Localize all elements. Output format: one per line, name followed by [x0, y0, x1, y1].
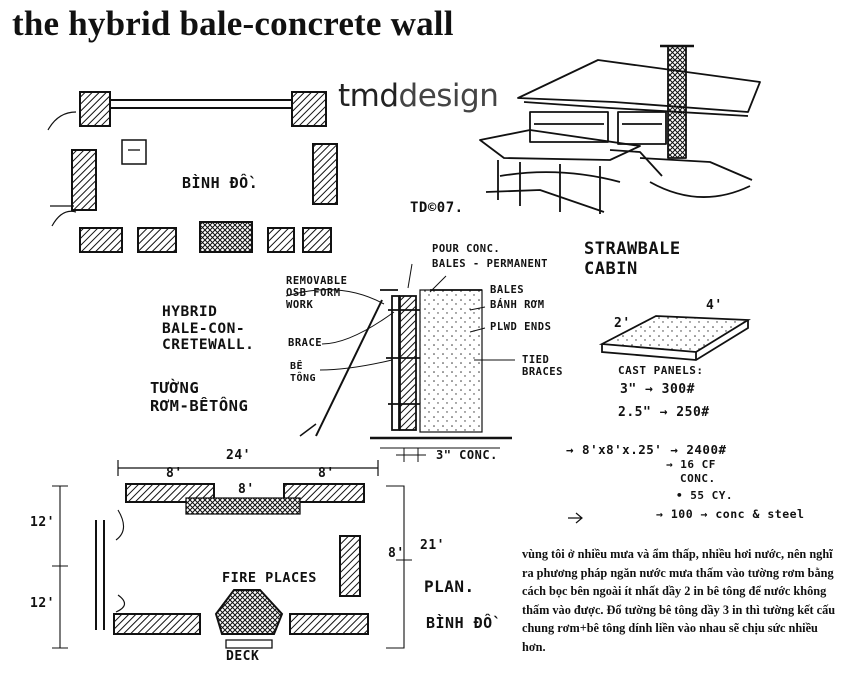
label-tuong-rom: TƯỜNG RƠM-BÊTÔNG: [150, 379, 249, 415]
label-tied-braces: TIED BRACES: [522, 354, 563, 379]
label-plwd-ends: PLWD ENDS: [490, 321, 552, 333]
label-deck: DECK: [226, 649, 260, 664]
label-bales-permanent: BALES - PERMANENT: [432, 258, 548, 270]
dim-8b: 8': [238, 482, 255, 497]
cast-value-2: 2.5" → 250#: [618, 405, 710, 420]
dim-8a: 8': [166, 466, 183, 481]
label-binh-do-bottom: BÌNH ĐỒ: [426, 614, 493, 632]
dim-8c: 8': [318, 466, 335, 481]
floor-plan-bottom: [52, 460, 412, 649]
label-banh-rom: BÁNH RƠM: [490, 299, 545, 311]
calc-marks: [568, 512, 583, 524]
label-hybrid-wall: HYBRID BALE-CON- CRETEWALL.: [162, 304, 255, 354]
label-panel-4: 4': [706, 298, 723, 313]
label-pour-conc: POUR CONC.: [432, 243, 501, 255]
label-strawbale-cabin: STRAWBALE CABIN: [584, 239, 681, 279]
label-3-conc: 3" CONC.: [436, 448, 498, 462]
label-cast-panels: CAST PANELS:: [618, 364, 704, 377]
calc-line-3: CONC.: [680, 472, 716, 485]
wall-section: [285, 263, 515, 462]
calc-line-1: → 8'x8'x.25' → 2400#: [566, 442, 727, 457]
dim-21: 21': [420, 538, 445, 553]
dim-8d: 8': [388, 546, 405, 561]
page-title: the hybrid bale-concrete wall: [12, 4, 454, 43]
vietnamese-note: vùng tôi ở nhiều mưa và ẩm thấp, nhiều h…: [522, 547, 836, 654]
dim-12a: 12': [30, 515, 55, 530]
label-be-tong: BÊ TÔNG: [290, 361, 317, 384]
dim-24: 24': [226, 448, 251, 463]
calc-line-4: • 55 CY.: [676, 489, 733, 502]
brand-part-2: design: [398, 78, 499, 114]
label-binh-do-top: BÌNH ĐỒ.: [182, 174, 259, 192]
brand-part-1: tmd: [338, 78, 399, 114]
label-brace: BRACE: [288, 337, 323, 349]
dim-12b: 12': [30, 596, 55, 611]
calc-line-5: → 100 → conc & steel: [656, 507, 805, 521]
floor-plan-top: [47, 91, 338, 253]
calc-line-2: → 16 CF: [666, 458, 716, 471]
label-bales: BALES: [490, 284, 525, 296]
label-fireplaces: FIRE PLACES: [222, 570, 317, 586]
cast-value-1: 3" → 300#: [620, 382, 695, 397]
label-plan: PLAN.: [424, 577, 475, 596]
cast-panel-sketch: [598, 315, 751, 361]
signature: TD©07.: [410, 200, 464, 216]
label-panel-2: 2': [614, 316, 631, 331]
cabin-sketch: [479, 44, 761, 214]
brand-logo: tmddesign: [338, 78, 499, 114]
label-removable-osb: REMOVABLE OSB FORM WORK: [286, 275, 348, 312]
